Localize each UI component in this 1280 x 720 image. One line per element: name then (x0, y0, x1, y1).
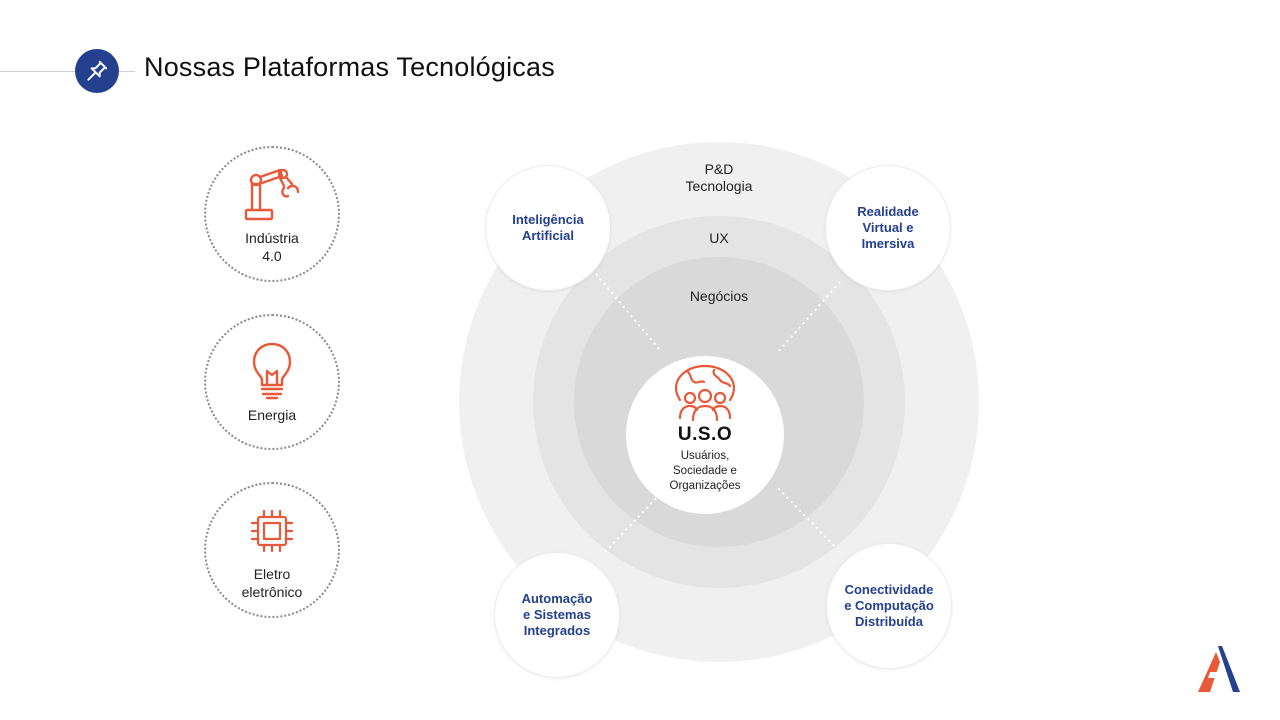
globe-people-icon (670, 364, 740, 422)
satellite-ia: Inteligência Artificial (486, 166, 610, 290)
satellite-conectividade: Conectividade e Computação Distribuída (827, 544, 951, 668)
center-title: U.S.O (677, 424, 733, 445)
pin-icon (75, 49, 119, 93)
platform-label: Indústria 4.0 (245, 230, 299, 264)
satellite-label: Automação e Sistemas Integrados (521, 591, 593, 638)
center-subtitle: Usuários, Sociedade e Organizações (669, 450, 741, 492)
connector-lines (595, 273, 841, 553)
center-uso: U.S.O Usuários, Sociedade e Organizações (626, 356, 784, 514)
chip-icon (240, 499, 304, 563)
brand-logo-icon (1196, 644, 1242, 694)
satellite-label: Conectividade e Computação Distribuída (844, 582, 934, 629)
ring-label-negocios: Negócios (689, 288, 749, 304)
satellite-automacao: Automação e Sistemas Integrados (495, 553, 619, 677)
platform-label: Eletro eletrônico (241, 566, 303, 600)
platform-energia: Energia (204, 314, 340, 450)
robot-arm-icon (240, 163, 304, 227)
page-title: Nossas Plataformas Tecnológicas (144, 52, 555, 82)
ring-label-ux: UX (709, 230, 729, 246)
ring-label-pd: P&D Tecnologia (685, 161, 753, 194)
satellite-label: Realidade Virtual e Imersiva (857, 204, 919, 251)
lightbulb-icon (240, 340, 304, 404)
header-divider (0, 71, 135, 72)
satellite-realidade-virtual: Realidade Virtual e Imersiva (826, 166, 950, 290)
platform-industria: Indústria 4.0 (204, 146, 340, 282)
satellite-label: Inteligência Artificial (512, 212, 584, 243)
platform-eletroeletronico: Eletro eletrônico (204, 482, 340, 618)
platform-label: Energia (247, 407, 297, 423)
